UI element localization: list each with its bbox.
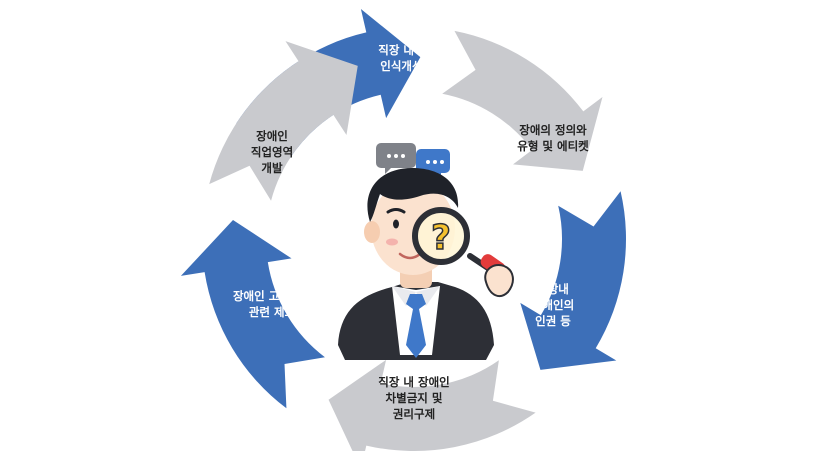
question-mark-icon: ? bbox=[431, 218, 451, 258]
magnifier-icon: ? bbox=[412, 207, 514, 298]
segment-label-line: 직장내 bbox=[537, 282, 569, 296]
cycle-arrow-rights bbox=[520, 191, 626, 370]
segment-label-line: 인식개선 교육 bbox=[380, 59, 448, 73]
segment-label-line: 유형 및 에티켓 bbox=[517, 139, 589, 153]
tie bbox=[406, 294, 426, 358]
hair bbox=[367, 168, 459, 222]
segment-label-line: 장애인의 bbox=[531, 298, 575, 312]
cycle-arrow-etiquette bbox=[442, 30, 603, 171]
segment-label-line: 차별금지 및 bbox=[385, 391, 443, 405]
cycle-arrow-discrimination bbox=[328, 359, 536, 451]
cycle-arrow-development bbox=[209, 41, 358, 201]
cycle-arrow-law bbox=[180, 219, 325, 409]
segment-label-line: 인권 등 bbox=[535, 314, 571, 328]
segment-label-line: 직장 내 장애인 bbox=[378, 43, 450, 57]
speech-bubble-gray-icon bbox=[376, 143, 416, 174]
segment-label-line: 장애인 고용법과 bbox=[232, 289, 312, 303]
cycle-arrows bbox=[180, 9, 626, 451]
segment-label-line: 장애인 bbox=[256, 129, 288, 143]
segment-label-line: 장애의 정의와 bbox=[519, 123, 587, 137]
segment-label-line: 직업영역 bbox=[250, 145, 294, 159]
segment-label-line: 직장 내 장애인 bbox=[378, 375, 450, 389]
segment-label-line: 개발 bbox=[261, 161, 283, 175]
segment-label-line: 권리구제 bbox=[392, 407, 436, 421]
segment-label-line: 관련 제도 bbox=[248, 305, 296, 319]
businessman-illustration: ? bbox=[338, 143, 514, 360]
